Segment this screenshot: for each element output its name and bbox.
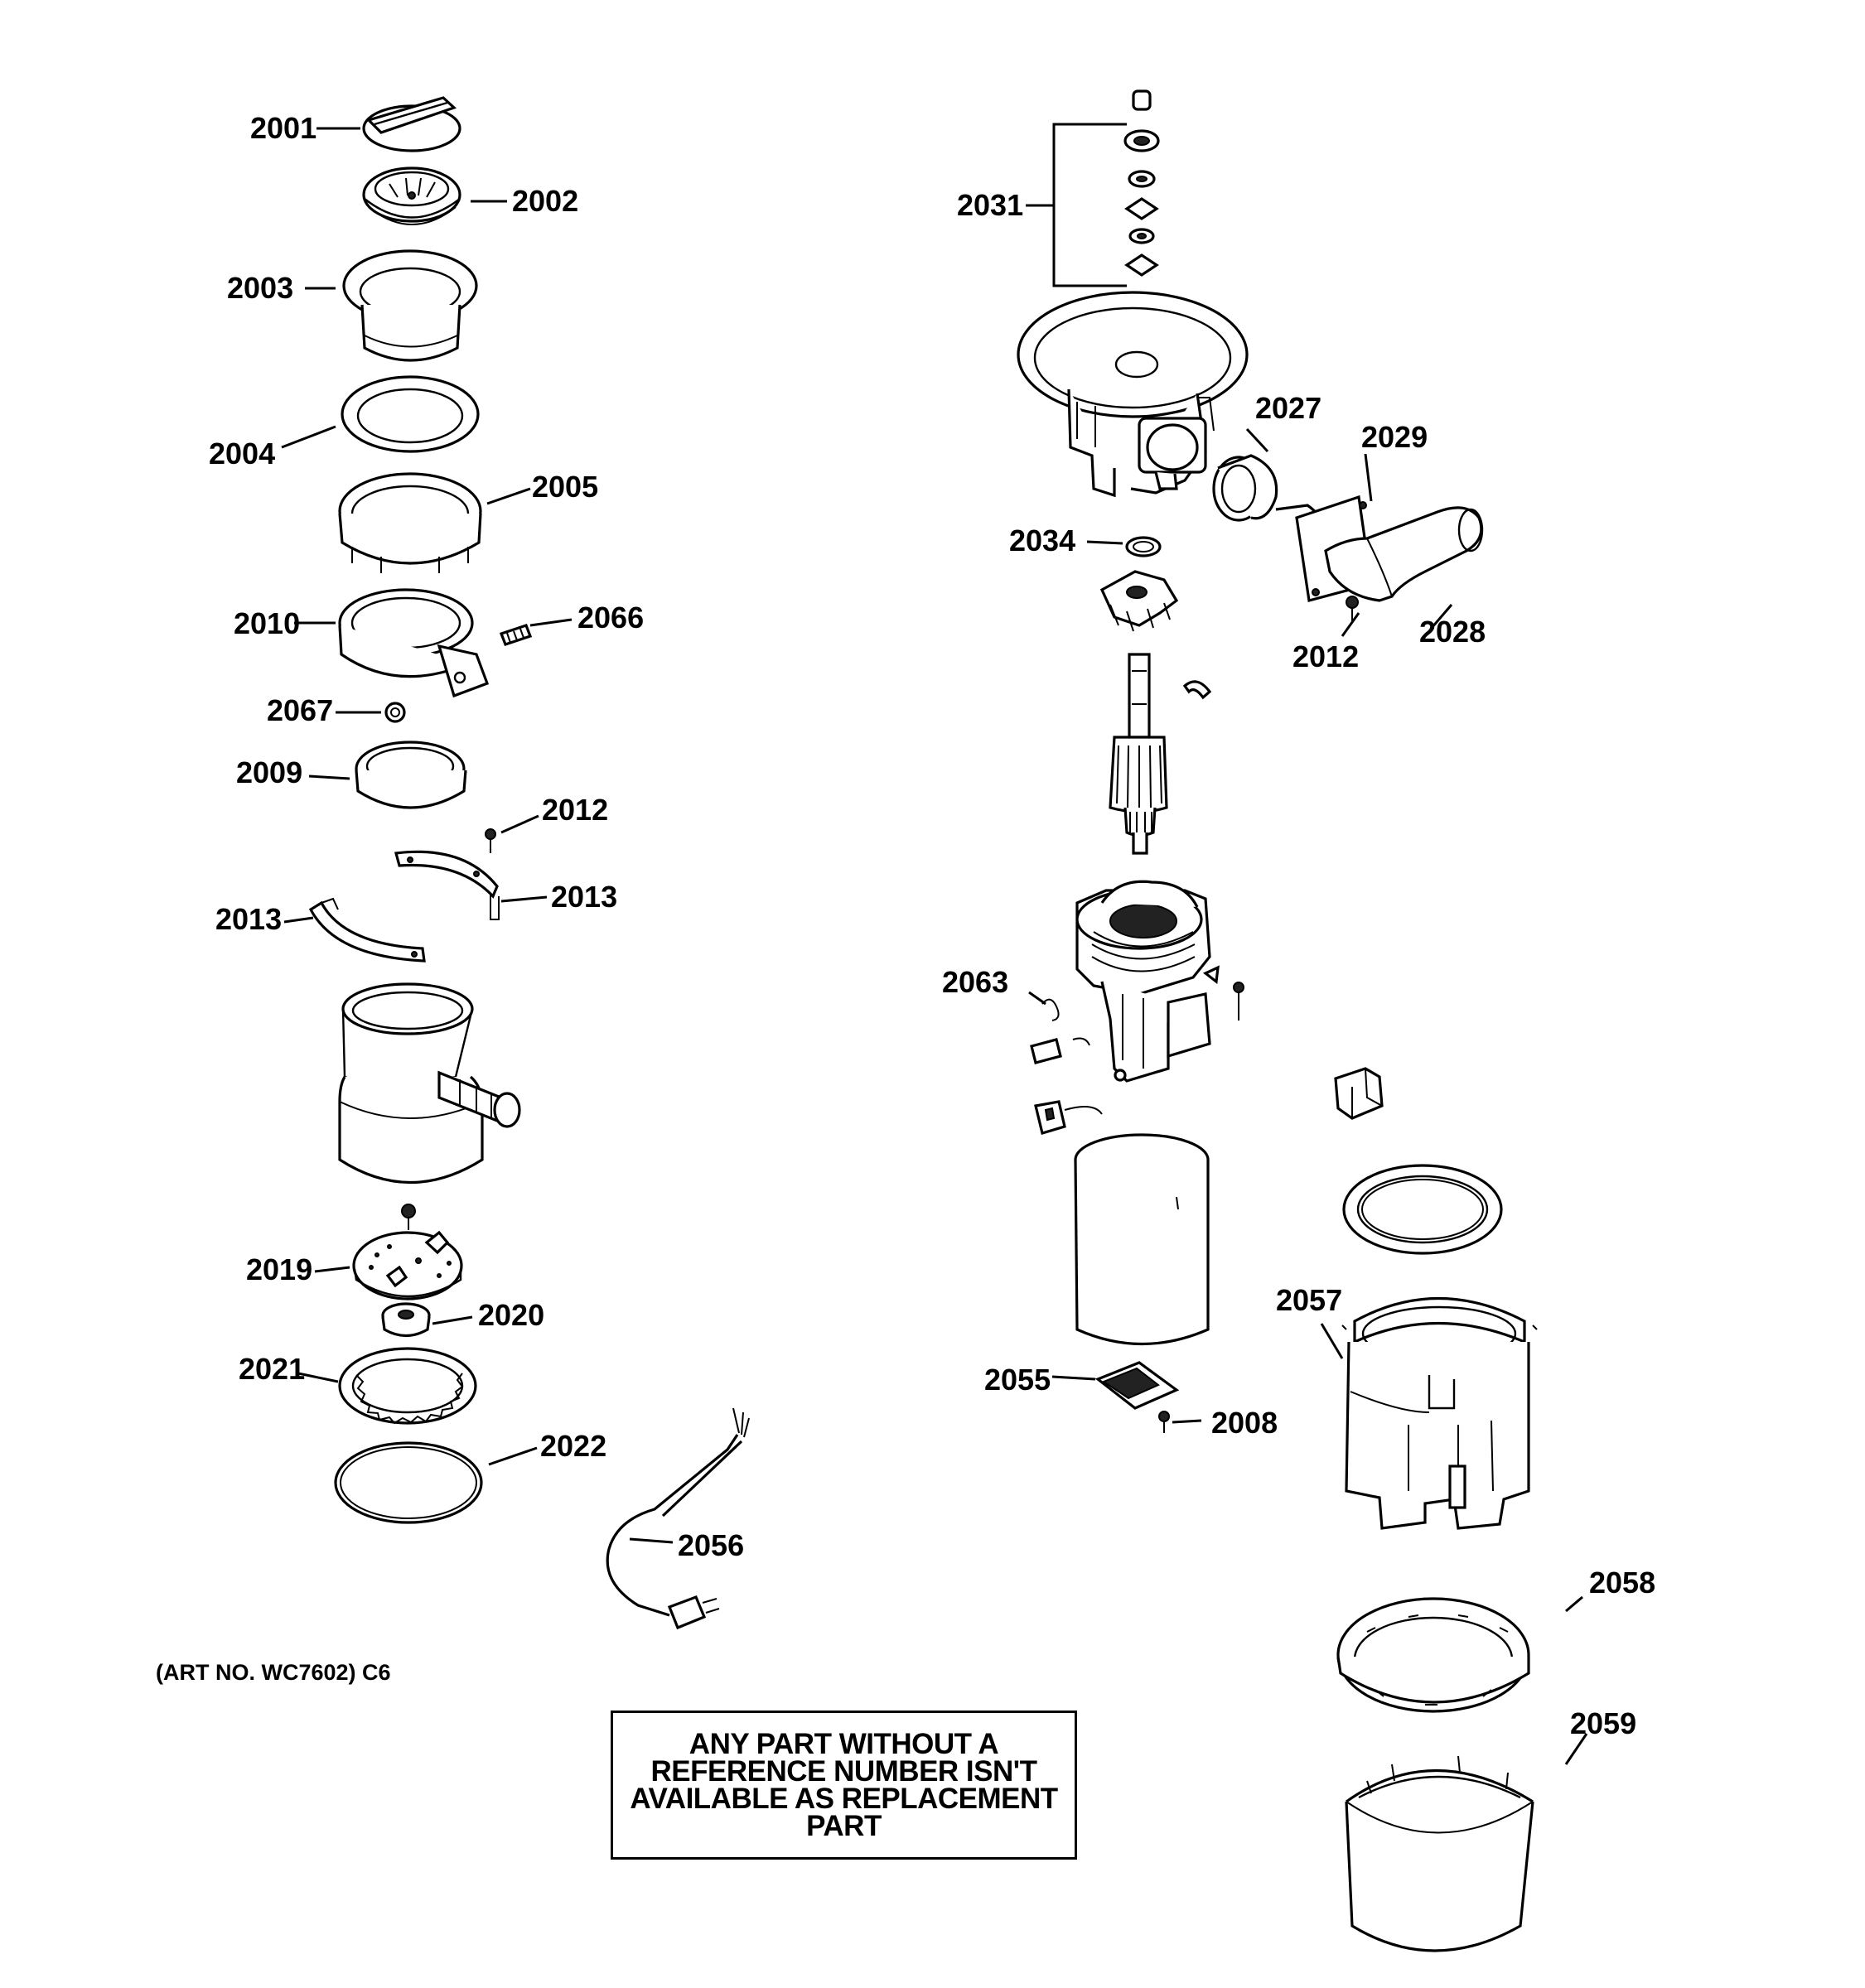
impeller	[1099, 570, 1179, 632]
base-gasket	[1342, 1164, 1503, 1255]
part-2031-bracket	[1026, 123, 1127, 287]
motor-armature	[1109, 653, 1168, 855]
part-2002-strainer	[362, 166, 461, 225]
part-2021-shredder-ring	[338, 1347, 477, 1425]
label-2002: 2002	[512, 184, 578, 218]
part-2013-arc-lower	[308, 897, 426, 963]
part-2009-ring	[355, 741, 467, 809]
part-2004-gasket	[341, 375, 480, 453]
label-2067: 2067	[267, 693, 333, 727]
part-2066-screw	[499, 623, 533, 647]
label-2008: 2008	[1211, 1406, 1278, 1440]
retaining-clip	[1182, 680, 1212, 700]
label-2029: 2029	[1361, 420, 1428, 454]
part-2019-turntable	[352, 1230, 463, 1300]
label-2057: 2057	[1276, 1283, 1342, 1317]
part-2067-nut	[384, 702, 406, 723]
part-2059-base-shell	[1345, 1755, 1534, 1952]
part-2005-mounting-ring	[338, 472, 482, 573]
part-2031-seal-kit	[1123, 89, 1160, 277]
upper-motor-housing	[1017, 291, 1249, 498]
part-2022-gasket	[334, 1441, 483, 1524]
label-2009: 2009	[236, 755, 302, 789]
label-2056: 2056	[678, 1528, 744, 1562]
label-2058: 2058	[1589, 1566, 1655, 1600]
part-2010-clamp	[338, 588, 490, 698]
label-2012-right: 2012	[1292, 639, 1359, 673]
note-line-3: AVAILABLE AS REPLACEMENT	[630, 1783, 1058, 1815]
part-2055-cover-plate	[1094, 1361, 1180, 1410]
bracket-block	[1334, 1067, 1384, 1120]
plate-screw	[401, 1204, 416, 1230]
label-2010: 2010	[234, 606, 300, 640]
part-2056-power-cord	[606, 1407, 750, 1630]
stator-screw	[1233, 982, 1244, 1021]
note-line-2: REFERENCE NUMBER ISN'T	[650, 1755, 1037, 1788]
label-2022: 2022	[540, 1429, 606, 1463]
part-2057-shroud	[1341, 1297, 1538, 1530]
leader-lines	[281, 127, 1588, 1765]
label-2001: 2001	[250, 111, 316, 145]
label-2063: 2063	[942, 965, 1008, 999]
part-2012-screw-right	[1346, 596, 1359, 623]
part-2013-arc-upper	[394, 850, 500, 920]
label-2013-left: 2013	[215, 902, 282, 936]
label-2021: 2021	[239, 1352, 305, 1386]
note-line-4: PART	[806, 1810, 882, 1842]
part-2003-sink-flange	[342, 249, 478, 362]
part-2012-screw	[485, 828, 496, 853]
label-2003: 2003	[227, 271, 293, 305]
label-2019: 2019	[246, 1252, 312, 1286]
replacement-note: ANY PART WITHOUT A REFERENCE NUMBER ISN'…	[611, 1711, 1077, 1860]
label-2028: 2028	[1419, 615, 1486, 649]
part-labels: 2001 2002 2003 2004 2005 2010 2066 2067 …	[156, 111, 1655, 1740]
label-2066: 2066	[577, 601, 644, 635]
label-2059: 2059	[1570, 1706, 1636, 1740]
label-2020: 2020	[478, 1298, 544, 1332]
label-2004: 2004	[209, 437, 275, 470]
grinding-chamber-housing	[338, 982, 521, 1185]
switch-block	[1034, 1100, 1103, 1136]
label-2012-left: 2012	[542, 793, 608, 827]
label-2055: 2055	[984, 1363, 1051, 1397]
label-2027: 2027	[1255, 391, 1321, 425]
label-2034: 2034	[1009, 524, 1075, 557]
part-2058-base-ring	[1336, 1597, 1530, 1713]
motor-stator	[1075, 880, 1220, 1083]
part-2063-terminal	[1030, 998, 1090, 1064]
note-line-1: ANY PART WITHOUT A	[689, 1728, 999, 1760]
part-2001-stopper	[362, 96, 461, 152]
part-2008-screw	[1158, 1411, 1170, 1433]
label-2013-right: 2013	[551, 880, 617, 914]
art-number: (ART NO. WC7602) C6	[156, 1660, 391, 1685]
part-2034-washer	[1125, 536, 1162, 557]
part-2028-elbow-tube	[1324, 506, 1484, 602]
motor-shell	[1074, 1133, 1210, 1345]
label-2005: 2005	[532, 470, 598, 504]
part-2020-hub	[381, 1302, 431, 1338]
part-2027-bushing	[1212, 454, 1278, 522]
label-2031: 2031	[957, 188, 1023, 222]
